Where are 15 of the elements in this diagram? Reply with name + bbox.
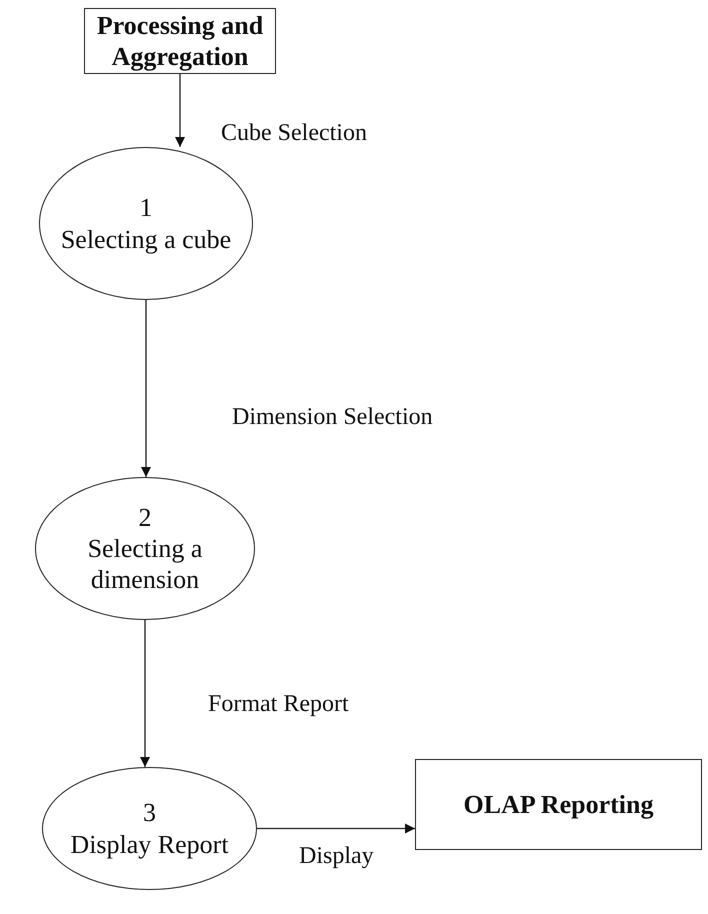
node-label: Display Report (70, 828, 229, 860)
arrow (175, 74, 185, 147)
entity-box (84, 8, 276, 74)
arrow (140, 620, 150, 767)
process-number: 2 (138, 502, 152, 533)
node-label: OLAP Reporting (464, 788, 654, 820)
edge-label: Display (297, 843, 376, 870)
node-label: Processing and Aggregation (96, 10, 264, 72)
arrow (257, 824, 415, 834)
arrow (141, 300, 151, 477)
process-number: 1 (140, 192, 152, 224)
node-label: Selecting a dimension (86, 532, 204, 596)
process-number: 3 (143, 797, 156, 828)
entity-box (415, 759, 702, 850)
node-label: Selecting a cube (60, 224, 232, 255)
